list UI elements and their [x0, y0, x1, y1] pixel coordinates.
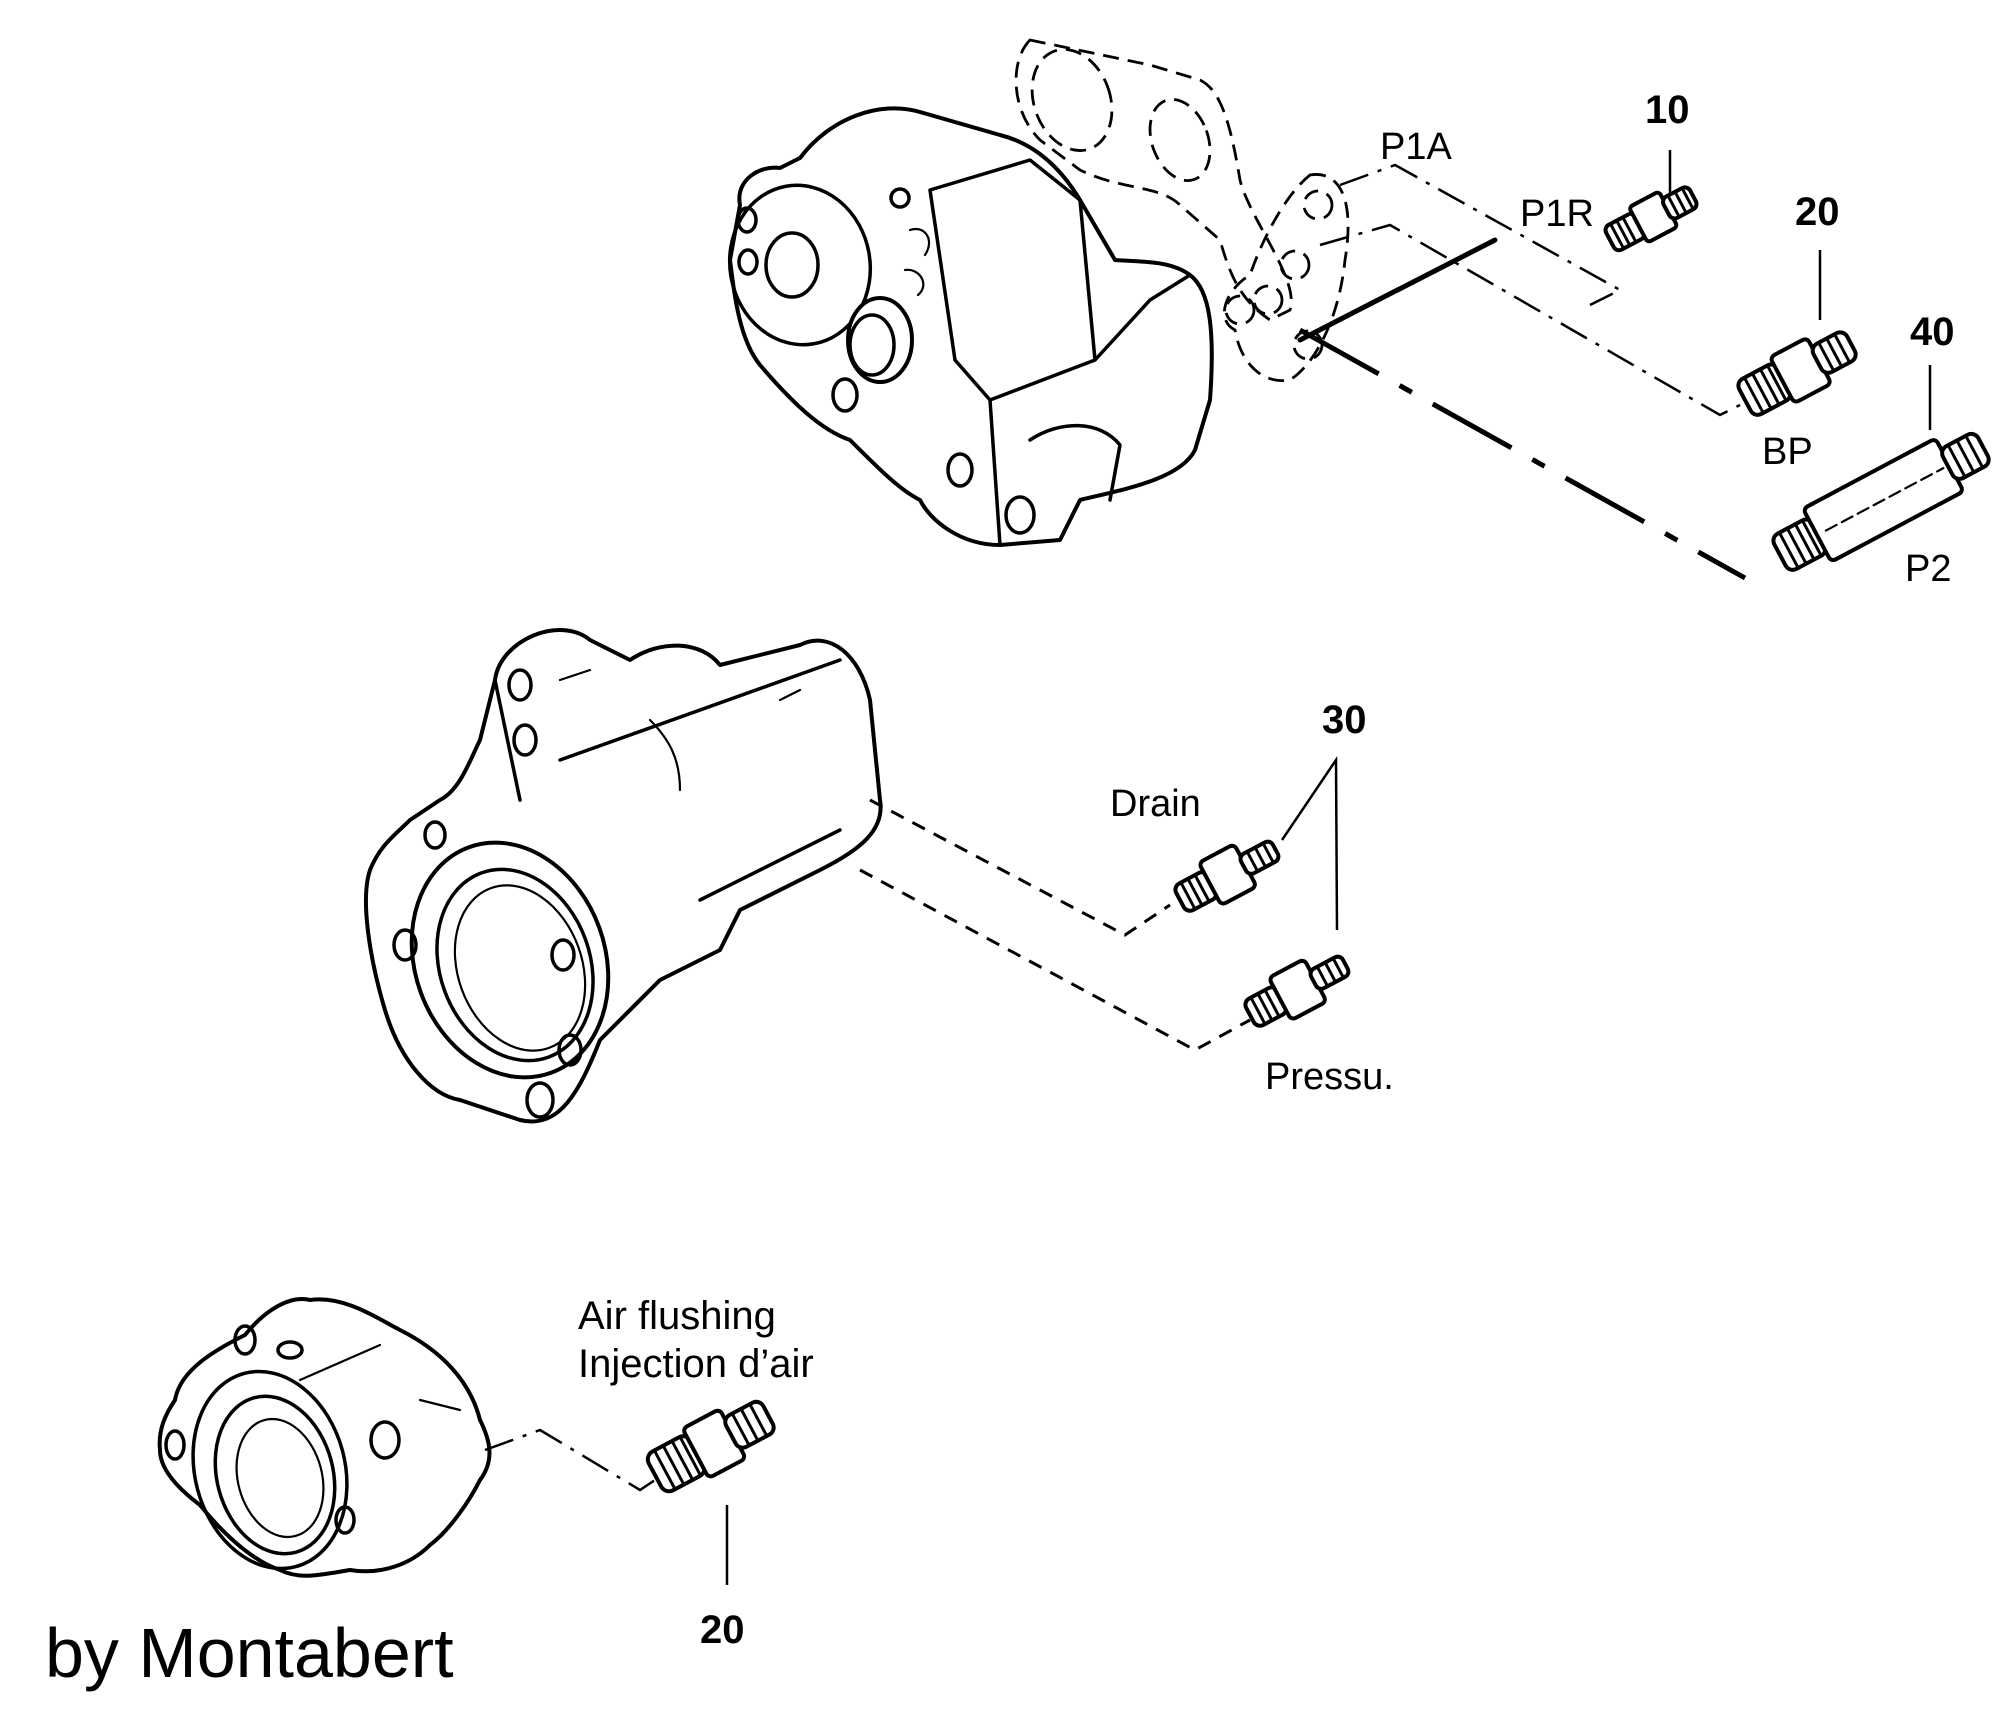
thread-lines — [1743, 364, 1788, 414]
main-bore-groove — [453, 884, 587, 1052]
fitting-30-drain — [1173, 839, 1281, 913]
bolt-hole — [233, 1324, 257, 1356]
gasket-hole — [1148, 97, 1212, 183]
callout-30: 30 — [1322, 698, 1367, 742]
flange-bore — [764, 231, 820, 299]
bolt-hole — [369, 1420, 401, 1460]
surface-detail — [298, 1343, 462, 1412]
thread-lines — [730, 1403, 769, 1447]
middle-housing — [364, 628, 883, 1124]
callout-20-top: 20 — [1795, 190, 1840, 234]
fitting-10 — [1603, 185, 1699, 253]
housing-edge — [493, 658, 842, 802]
fitting-20-air — [645, 1399, 776, 1494]
port-hole — [1224, 294, 1256, 326]
port-label-p2: P2 — [1905, 548, 1952, 590]
bolt-hole — [946, 452, 974, 488]
lower-leader-lines — [484, 1428, 729, 1585]
upper-leader-lines — [1297, 150, 1932, 581]
callout-40: 40 — [1910, 310, 1955, 354]
upper-housing-body — [728, 106, 1214, 547]
leader-p2 — [1298, 327, 1747, 581]
port-plate-outline — [1223, 173, 1350, 383]
bolt-hole — [525, 1081, 555, 1119]
upper-housing — [727, 38, 1350, 547]
slot-detail — [903, 227, 931, 297]
fitting-30-pressu — [1243, 954, 1351, 1028]
thread-lines — [1315, 957, 1345, 987]
bolt-hole — [550, 938, 576, 972]
credit-text: by Montabert — [45, 1614, 454, 1692]
bolt-hole — [1004, 495, 1036, 535]
bolt-hole — [164, 1429, 186, 1461]
thread-lines — [1249, 989, 1281, 1025]
gasket-outline-large — [1014, 38, 1293, 322]
callout-line-30 — [1280, 755, 1339, 931]
housing-edge — [698, 828, 842, 902]
flange-face — [727, 183, 873, 347]
middle-leader-lines — [859, 755, 1339, 1052]
note-air-flushing: Air flushing — [578, 1294, 776, 1338]
port-hole-p1r — [1279, 249, 1311, 281]
lower-bore-groove — [235, 1417, 325, 1539]
thread-lines — [1179, 874, 1211, 910]
shaft-boss-outer — [846, 296, 914, 384]
port-label-drain: Drain — [1110, 783, 1201, 825]
lower-bore-inner — [213, 1394, 337, 1556]
leader-air-flushing — [484, 1428, 656, 1492]
thread-lines — [1778, 519, 1823, 569]
port-hole-bp — [1252, 284, 1284, 316]
centerline-cross — [1297, 237, 1498, 343]
bolt-hole — [736, 206, 758, 234]
hex-edge — [1824, 467, 1945, 532]
lower-housing-body — [157, 1297, 492, 1578]
leader-p1r — [1339, 163, 1623, 307]
bolt-hole — [423, 820, 447, 850]
port-hole-p1a — [1302, 189, 1334, 221]
thread-lines — [1946, 435, 1985, 478]
port-label-p1r: P1R — [1520, 193, 1594, 235]
bolt-hole — [507, 668, 533, 702]
callout-20-bottom: 20 — [700, 1608, 745, 1652]
thread-lines — [653, 1436, 702, 1490]
bolt-hole — [512, 723, 538, 757]
gasket-hole — [1030, 48, 1114, 152]
housing-edge — [1093, 273, 1192, 362]
leader-pressu — [859, 868, 1251, 1052]
fitting-40-p2 — [1771, 431, 1991, 572]
bolt-hole — [737, 248, 759, 276]
bolt-hole — [557, 1033, 583, 1067]
leader-drain — [869, 798, 1171, 937]
fitting-20-bp — [1736, 330, 1858, 417]
port-label-bp: BP — [1762, 431, 1813, 473]
main-bore-outer — [409, 840, 611, 1080]
port-label-pressu: Pressu. — [1265, 1056, 1394, 1098]
lower-housing — [157, 1297, 492, 1578]
thread-lines — [1609, 216, 1638, 250]
thread-lines — [1245, 842, 1275, 872]
bolt-hole — [831, 377, 859, 413]
thread-lines — [1817, 333, 1851, 372]
shaft-boss-inner — [848, 313, 896, 377]
main-bore-inner — [435, 867, 595, 1063]
callout-10: 10 — [1645, 88, 1690, 132]
lower-bore-outer — [191, 1369, 349, 1571]
note-injection-air: Injection d’air — [578, 1342, 814, 1386]
bolt-hole — [334, 1505, 356, 1535]
surface-detail — [558, 668, 802, 792]
bolt-hole — [276, 1340, 304, 1360]
leader-bp — [1319, 223, 1741, 417]
port-label-p1a: P1A — [1380, 126, 1452, 168]
bolt-hole — [392, 928, 418, 962]
housing-edge — [988, 398, 1002, 547]
housing-pocket — [1028, 423, 1122, 502]
thread-lines — [1666, 187, 1695, 218]
plug-hole — [889, 187, 911, 209]
